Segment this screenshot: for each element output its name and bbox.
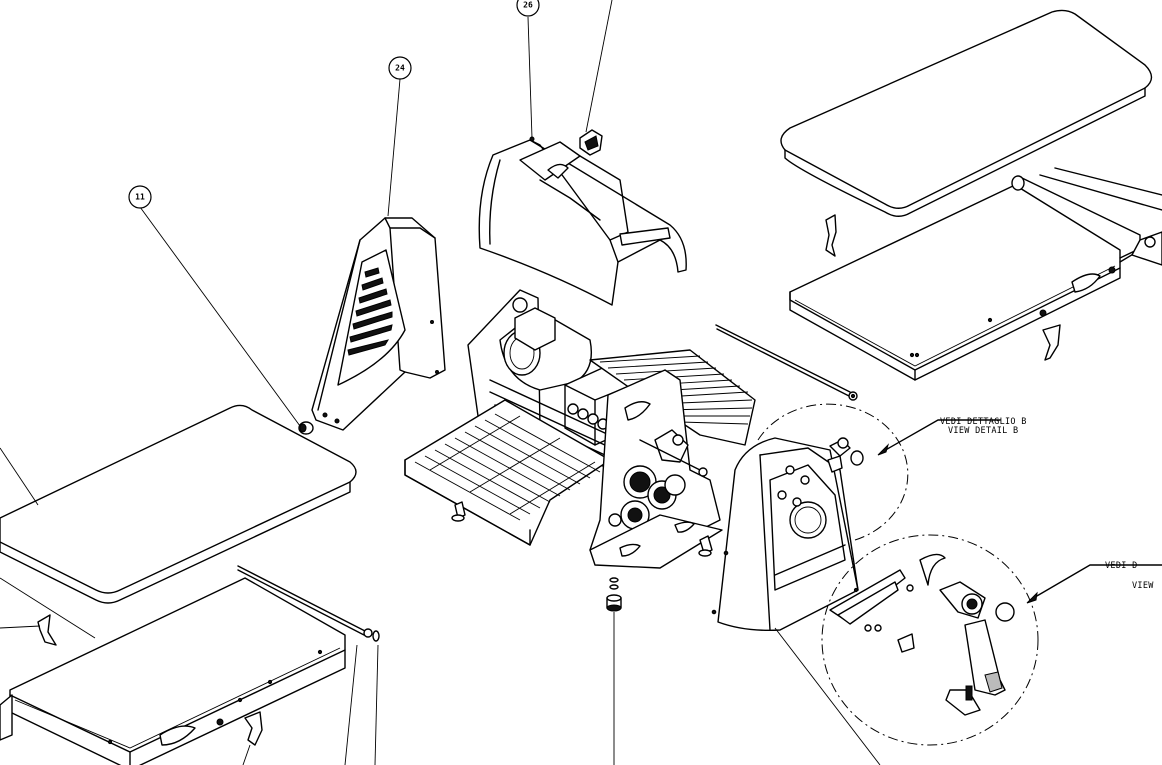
belt-top-right: [780, 9, 1153, 217]
top-cover-26: [478, 136, 687, 306]
table-frame-left: [0, 577, 346, 765]
front-grid-lines: [414, 413, 601, 521]
gear-train: [608, 465, 686, 530]
callout-11: 11: [128, 185, 152, 209]
callout-24: 24: [388, 56, 412, 80]
callout-26: 26: [516, 0, 540, 17]
rod-right: [715, 324, 858, 401]
detail-b-arrow: [881, 419, 1001, 453]
callout-11-number: 11: [135, 193, 145, 202]
side-guard-24: [311, 217, 446, 431]
leader-lines: [0, 0, 881, 765]
detail-c-arrow: [1029, 564, 1162, 601]
roller-knobs: [567, 403, 609, 430]
machine-body: [404, 289, 756, 569]
bracket-left-1: [37, 614, 57, 646]
belt-left: [0, 404, 357, 604]
detail-b-label-it: VEDI DETTAGLIO B: [940, 417, 1027, 427]
bracket-right-lower: [1042, 324, 1061, 361]
foot-stack: [606, 577, 622, 612]
detail-c-circle: [821, 534, 1162, 746]
table-frame-right: [789, 167, 1162, 381]
spacer-11: [298, 421, 314, 435]
detail-c-label-it: VEDI D: [1105, 561, 1138, 571]
callout-24-number: 24: [395, 64, 405, 73]
detail-b-label-en: VIEW DETAIL B: [948, 426, 1018, 436]
detail-b-circle: [757, 403, 1001, 541]
crank-parts: [829, 553, 1015, 716]
callout-26-number: 26: [523, 1, 533, 10]
detail-b-pins: [827, 437, 864, 473]
bracket-right-upper: [825, 214, 837, 257]
rod-left: [237, 565, 380, 642]
bracket-left-2: [244, 711, 263, 746]
vent-slots: [347, 267, 393, 356]
knob-top: [579, 129, 603, 156]
side-housing-right: [711, 437, 859, 632]
detail-c-label-en: VIEW: [1132, 581, 1154, 591]
